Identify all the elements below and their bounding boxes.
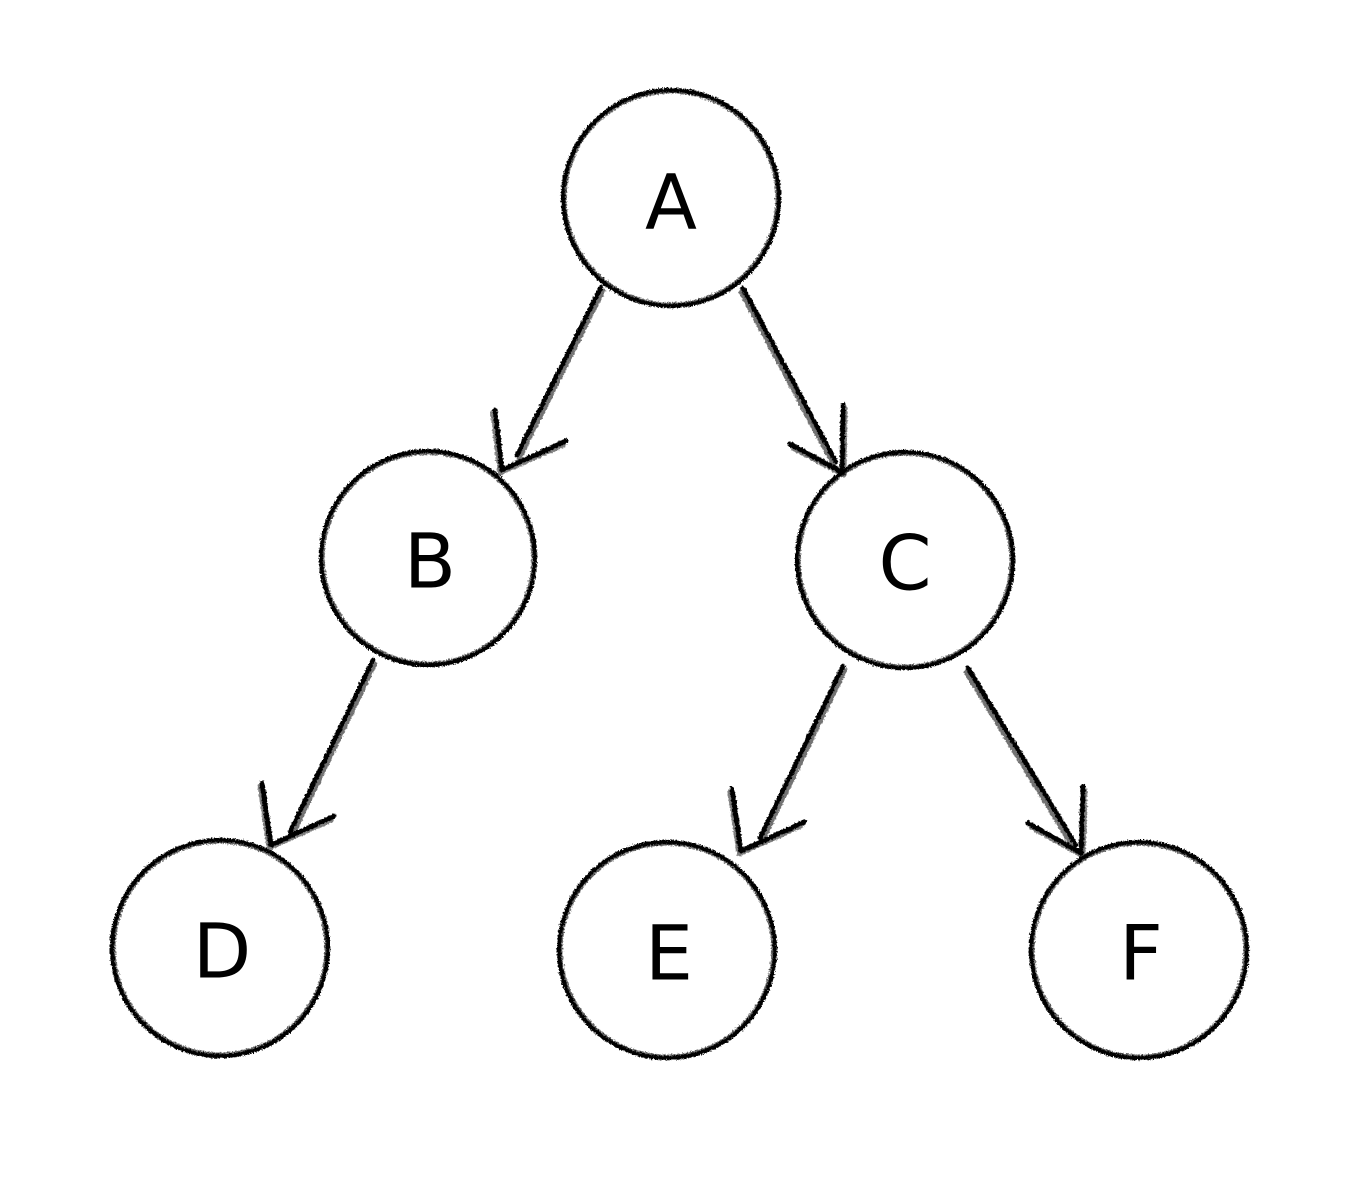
edge-c-to-f-line-2 bbox=[963, 669, 1077, 852]
node-e-label: E bbox=[645, 909, 693, 998]
node-e-circle-2 bbox=[558, 841, 776, 1059]
edge-c-to-e-line-2 bbox=[759, 667, 848, 845]
node-d[interactable]: D bbox=[109, 837, 331, 1059]
edge-b-to-d-line bbox=[287, 657, 376, 835]
node-b[interactable]: B bbox=[318, 448, 538, 668]
edge-c-to-f[interactable] bbox=[963, 665, 1088, 859]
node-c[interactable]: C bbox=[794, 449, 1016, 671]
edge-a-to-b-arrowhead-2 bbox=[490, 410, 566, 476]
edge-a-to-b-line-2 bbox=[516, 288, 606, 462]
node-d-label: D bbox=[193, 907, 252, 996]
node-d-circle-2 bbox=[111, 839, 329, 1057]
nodes-layer: A B C D bbox=[109, 87, 1250, 1061]
node-c-circle-2 bbox=[796, 451, 1014, 669]
edge-a-to-c-line bbox=[740, 285, 839, 465]
node-b-circle-2 bbox=[320, 450, 536, 666]
edge-c-to-f-line bbox=[965, 665, 1079, 848]
edge-c-to-e-line bbox=[757, 663, 846, 841]
edge-b-to-d-arrowhead-2 bbox=[257, 783, 334, 851]
node-f-circle-2 bbox=[1030, 841, 1248, 1059]
node-c-label: C bbox=[878, 519, 931, 608]
edge-c-to-e-arrowhead-2 bbox=[727, 789, 804, 857]
edge-b-to-d[interactable] bbox=[257, 657, 378, 851]
node-f-label: F bbox=[1119, 909, 1163, 998]
node-a[interactable]: A bbox=[560, 87, 782, 309]
node-b-label: B bbox=[404, 517, 456, 606]
node-e[interactable]: E bbox=[556, 839, 778, 1061]
edge-a-to-c-line-2 bbox=[738, 289, 837, 469]
node-a-label: A bbox=[645, 158, 697, 247]
edge-c-to-e[interactable] bbox=[727, 663, 848, 857]
edge-a-to-c[interactable] bbox=[738, 285, 848, 478]
node-f[interactable]: F bbox=[1028, 839, 1250, 1061]
edge-a-to-b-line bbox=[514, 284, 604, 458]
edge-b-to-d-line-2 bbox=[289, 661, 378, 839]
edges-layer bbox=[257, 284, 1088, 859]
node-a-circle-2 bbox=[562, 89, 780, 307]
edge-a-to-b[interactable] bbox=[490, 284, 606, 476]
